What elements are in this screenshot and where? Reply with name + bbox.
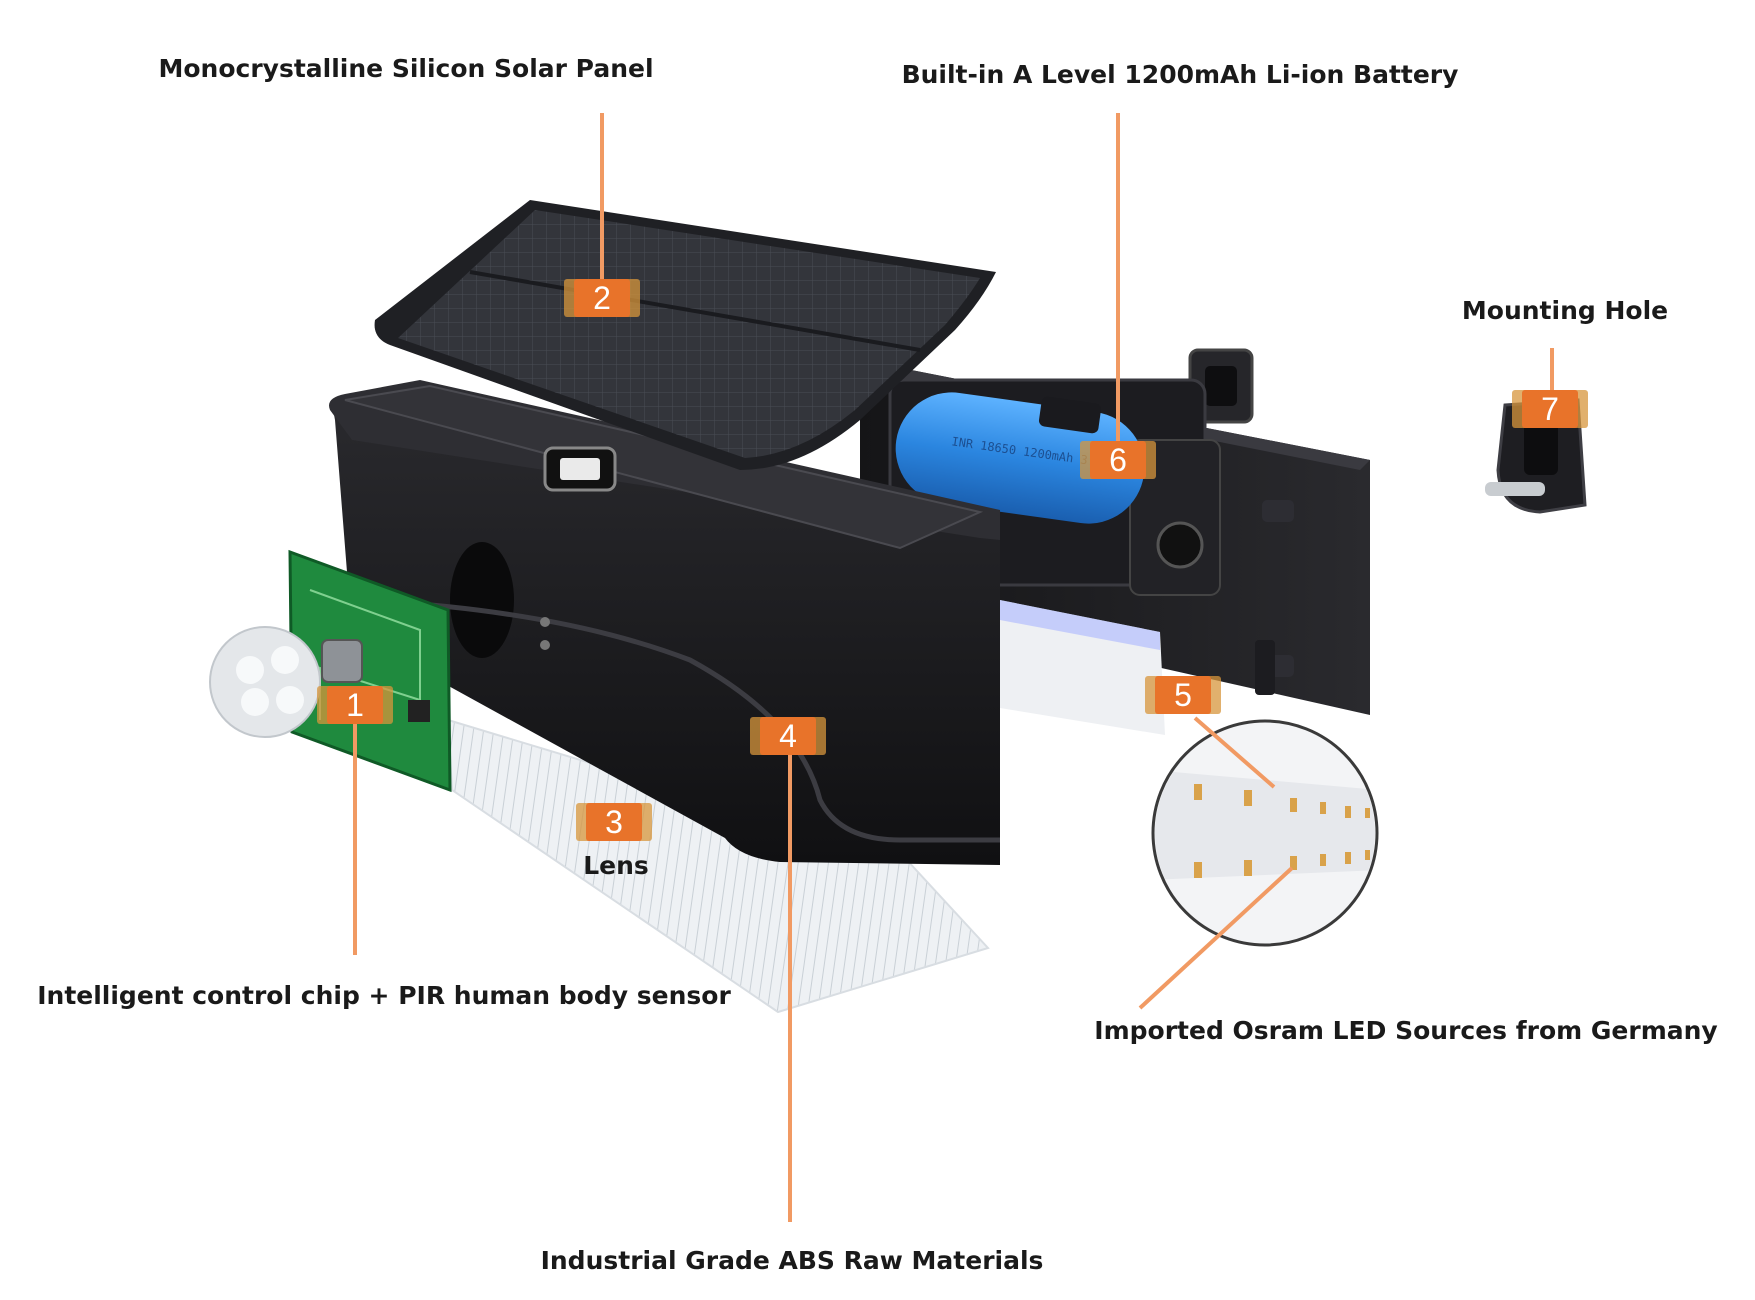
mounting-bracket <box>1485 398 1587 514</box>
badge-2: 2 <box>574 279 630 317</box>
solar-panel <box>374 200 997 470</box>
led-zoom-circle <box>1151 719 1379 947</box>
badge-7: 7 <box>1522 390 1578 428</box>
badge-6: 6 <box>1090 441 1146 479</box>
label-battery: Built-in A Level 1200mAh Li-ion Battery <box>901 60 1459 89</box>
badge-4: 4 <box>760 717 816 755</box>
pir-sensor-board <box>209 549 452 793</box>
main-housing <box>329 380 1000 865</box>
label-lens: Lens <box>583 851 649 880</box>
label-abs-material: Industrial Grade ABS Raw Materials <box>540 1246 1044 1275</box>
label-led-sources: Imported Osram LED Sources from Germany <box>1094 1016 1718 1045</box>
label-chip-sensor: Intelligent control chip + PIR human bod… <box>37 981 731 1010</box>
badge-3: 3 <box>586 803 642 841</box>
leader-lines <box>353 113 1554 1222</box>
label-mounting-hole: Mounting Hole <box>1461 296 1669 325</box>
label-solar-panel: Monocrystalline Silicon Solar Panel <box>158 54 654 83</box>
badge-1: 1 <box>327 686 383 724</box>
badge-5: 5 <box>1155 676 1211 714</box>
